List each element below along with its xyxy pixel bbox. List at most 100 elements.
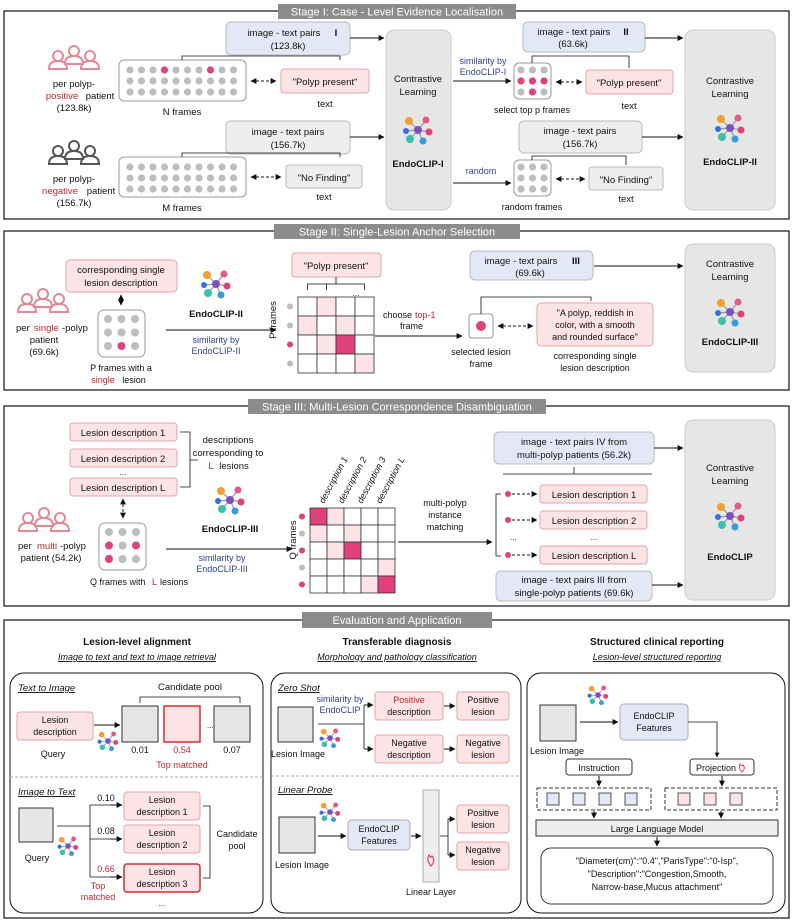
no-finding-box-1 — [285, 164, 363, 189]
text-label-1: text — [317, 99, 333, 110]
matrix-cell — [377, 524, 396, 543]
s3-sim-by: similarity by — [198, 553, 246, 563]
endoclip-logo-icon — [98, 732, 119, 752]
p3-feat-1: EndoCLIP — [633, 711, 674, 721]
matrix-cell — [335, 334, 356, 355]
frame-dot — [149, 163, 157, 171]
matrix-cell — [326, 558, 345, 577]
matrix-cell — [326, 575, 345, 594]
no-finding-text-1: "No Finding" — [298, 173, 351, 184]
projection-tokens — [664, 787, 778, 811]
s3-model-out: EndoCLIP — [707, 552, 753, 563]
frame-dot — [206, 66, 215, 74]
selected-line1: selected lesion — [451, 347, 511, 357]
stage3-ellipsis-1: ... — [120, 468, 127, 477]
stage2-pairs-box — [469, 250, 594, 281]
i2t-cand-1: Candidate — [216, 829, 257, 839]
frame-dot — [218, 174, 226, 182]
text-label-2: text — [316, 192, 332, 203]
p-frames-line2: single — [91, 375, 115, 385]
frame-dot — [195, 88, 203, 96]
matrix-cell — [335, 296, 356, 317]
fire-icon — [427, 853, 435, 867]
matrix-cell — [377, 558, 396, 577]
frame-dot — [126, 77, 134, 85]
endoclip-i-label: EndoCLIP-I — [392, 159, 443, 170]
choose-3: frame — [400, 321, 423, 331]
i2t-score-1: 0.10 — [97, 793, 115, 803]
pairs-iv-1: image - text pairs IV from — [521, 437, 627, 448]
s3-lesion-2-box — [539, 510, 648, 530]
zs-neg-lesion-1: Negative — [465, 738, 501, 748]
pairs-i-label: image - text pairs — [248, 28, 321, 39]
frame-dot — [540, 77, 548, 85]
m-frames-dots — [126, 163, 238, 193]
matrix-cell — [309, 558, 328, 577]
q-frames-line3: lesions — [160, 577, 189, 587]
q-frames-line1: Q frames with — [90, 577, 146, 587]
lp-pos-lesion-2: lesion — [471, 820, 495, 830]
instruction-label: Instruction — [578, 763, 620, 773]
p-frames-line1: P frames with a — [90, 363, 152, 373]
n-frames-label: N frames — [163, 107, 202, 118]
stage2-contrastive-2: Learning — [712, 272, 749, 283]
frame-dot — [183, 88, 192, 96]
candidate-image-1 — [121, 705, 159, 743]
pairs-iii-2: single-polyp patients (69.6k) — [515, 588, 634, 599]
frame-dot — [126, 163, 134, 171]
random-frames-dots — [517, 163, 548, 193]
frame-dot — [137, 174, 146, 182]
frame-dot — [183, 185, 192, 193]
frame-dot — [160, 174, 169, 182]
lesion-desc-1: Lesion description 1 — [81, 428, 166, 439]
frame-dot — [137, 88, 146, 96]
contrastive-2-line1: Contrastive — [706, 76, 754, 87]
lesion-desc-2: Lesion description 2 — [81, 454, 166, 465]
frame-dot — [540, 174, 548, 182]
matrix-cell — [316, 334, 337, 355]
frame-dot — [206, 163, 215, 171]
frame-dot — [131, 328, 139, 337]
matrix-cell — [360, 524, 379, 543]
quote-line1: "A polyp, reddish in — [557, 308, 634, 318]
endoclip-logo-icon — [320, 803, 341, 823]
matrix-cell — [297, 334, 318, 355]
lp-neg-lesion-1: Negative — [465, 845, 501, 855]
frame-dot — [540, 88, 548, 96]
i2t-ld-3a: Lesion — [149, 867, 176, 877]
endoclip-logo-icon — [58, 837, 79, 857]
random-label: random — [466, 166, 497, 176]
pos-patient-count: (123.8k) — [57, 103, 92, 114]
row-frame-dot — [299, 564, 305, 571]
frame-dot — [137, 163, 146, 171]
pairs-ii-label: image - text pairs — [538, 27, 611, 38]
zs-neg-lesion-box — [456, 734, 510, 764]
t2i-query-box — [16, 711, 94, 741]
lp-neg-lesion-box — [456, 841, 510, 871]
frame-dot — [132, 528, 140, 536]
endoclip-ii-box — [684, 29, 776, 211]
stage2-banner — [274, 224, 520, 239]
frame-dot — [160, 77, 169, 85]
i2t-query-image — [18, 807, 54, 843]
selected-lesion-dot — [476, 321, 486, 331]
pos-patient-line3: patient — [86, 91, 115, 102]
frame-dot — [206, 88, 215, 96]
matrix-cell — [343, 507, 362, 526]
matrix-connector — [307, 277, 365, 290]
stage2-sim-by: similarity by — [192, 335, 240, 345]
corr-line2: lesion description — [560, 363, 630, 373]
matrix-cell — [354, 334, 375, 355]
frame-dot — [517, 77, 525, 85]
neg-desc-2: description — [387, 750, 431, 760]
candidate-pool-label: Candidate pool — [158, 682, 222, 693]
p2-sub: Morphology and pathology classification — [317, 652, 477, 662]
p3-lesion-label: Lesion Image — [530, 746, 584, 756]
frame-dot — [517, 163, 525, 171]
stage2-desc-line2: lesion description — [84, 278, 157, 289]
lesion-desc-l: Lesion description L — [81, 483, 166, 494]
neg-patient-line3: patient — [87, 186, 116, 197]
frame-dot — [126, 174, 134, 182]
score-3: 0.07 — [223, 745, 241, 755]
proj-token-2 — [703, 792, 717, 806]
